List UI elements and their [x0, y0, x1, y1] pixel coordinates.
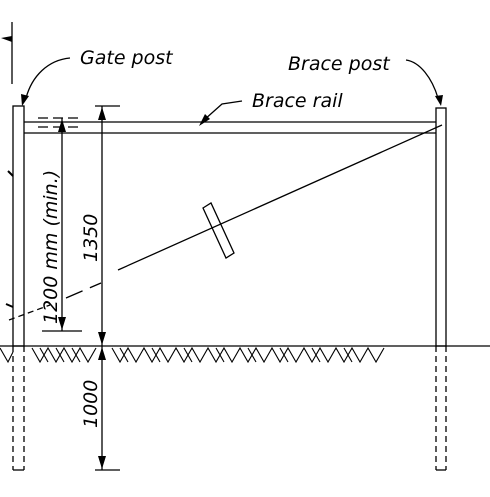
brace-post-label: Brace post	[288, 53, 391, 75]
dimension-min-height	[38, 117, 82, 332]
brace-rail	[24, 121, 436, 134]
brace-rail-leader	[199, 100, 243, 126]
gate-post	[5, 105, 25, 471]
dimension-1000-label: 1000	[80, 380, 102, 428]
twist-stick	[202, 202, 235, 259]
partial-dimension-mark	[1, 22, 13, 84]
gate-post-leader	[21, 57, 71, 106]
diagonal-brace-wire	[8, 124, 443, 321]
brace-post-leader	[405, 59, 443, 106]
dimension-depth-below-ground	[95, 346, 120, 471]
gate-post-label: Gate post	[80, 47, 174, 69]
brace-post	[435, 107, 447, 471]
dimension-1350-label: 1350	[80, 214, 102, 262]
ground-line	[0, 345, 490, 364]
brace-rail-label: Brace rail	[252, 90, 343, 112]
dimension-height-above-ground	[95, 105, 120, 346]
dimension-1200-label: 1200 mm (min.)	[40, 170, 62, 324]
